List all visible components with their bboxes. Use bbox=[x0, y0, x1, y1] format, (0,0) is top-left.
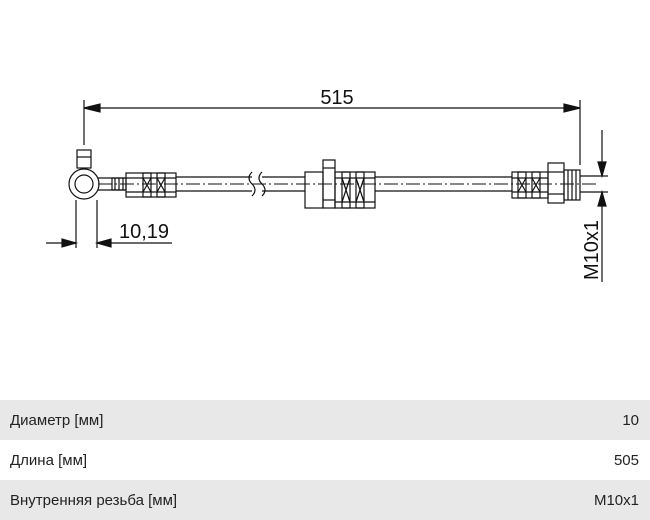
center-mount-fitting bbox=[304, 159, 376, 209]
length-dimension bbox=[83, 100, 581, 165]
thread-dimension-label: M10x1 bbox=[581, 220, 603, 280]
hose-technical-drawing: 515 10,19 M10x1 bbox=[46, 87, 608, 282]
spec-row-length: Длина [мм] 505 bbox=[0, 440, 650, 480]
thread-dimension bbox=[580, 130, 608, 282]
fitting-dimension-label: 10,19 bbox=[119, 221, 169, 243]
spec-value: 10 bbox=[622, 411, 639, 429]
fitting-dimension bbox=[46, 200, 172, 248]
spec-label: Диаметр [мм] bbox=[10, 411, 104, 429]
specs-table: Диаметр [мм] 10 Длина [мм] 505 Внутрення… bbox=[0, 400, 650, 520]
left-crimp-sleeve bbox=[125, 172, 177, 198]
spec-value: M10x1 bbox=[593, 491, 639, 509]
length-dimension-label: 515 bbox=[320, 87, 353, 109]
spec-row-thread: Внутренняя резьба [мм] M10x1 bbox=[0, 480, 650, 520]
banjo-fitting bbox=[68, 149, 127, 200]
hose-right-segment bbox=[375, 176, 512, 192]
right-threaded-fitting bbox=[511, 162, 581, 204]
spec-row-diameter: Диаметр [мм] 10 bbox=[0, 400, 650, 440]
spec-value: 505 bbox=[613, 451, 639, 469]
spec-label: Длина [мм] bbox=[10, 451, 88, 469]
spec-label: Внутренняя резьба [мм] bbox=[10, 491, 178, 509]
